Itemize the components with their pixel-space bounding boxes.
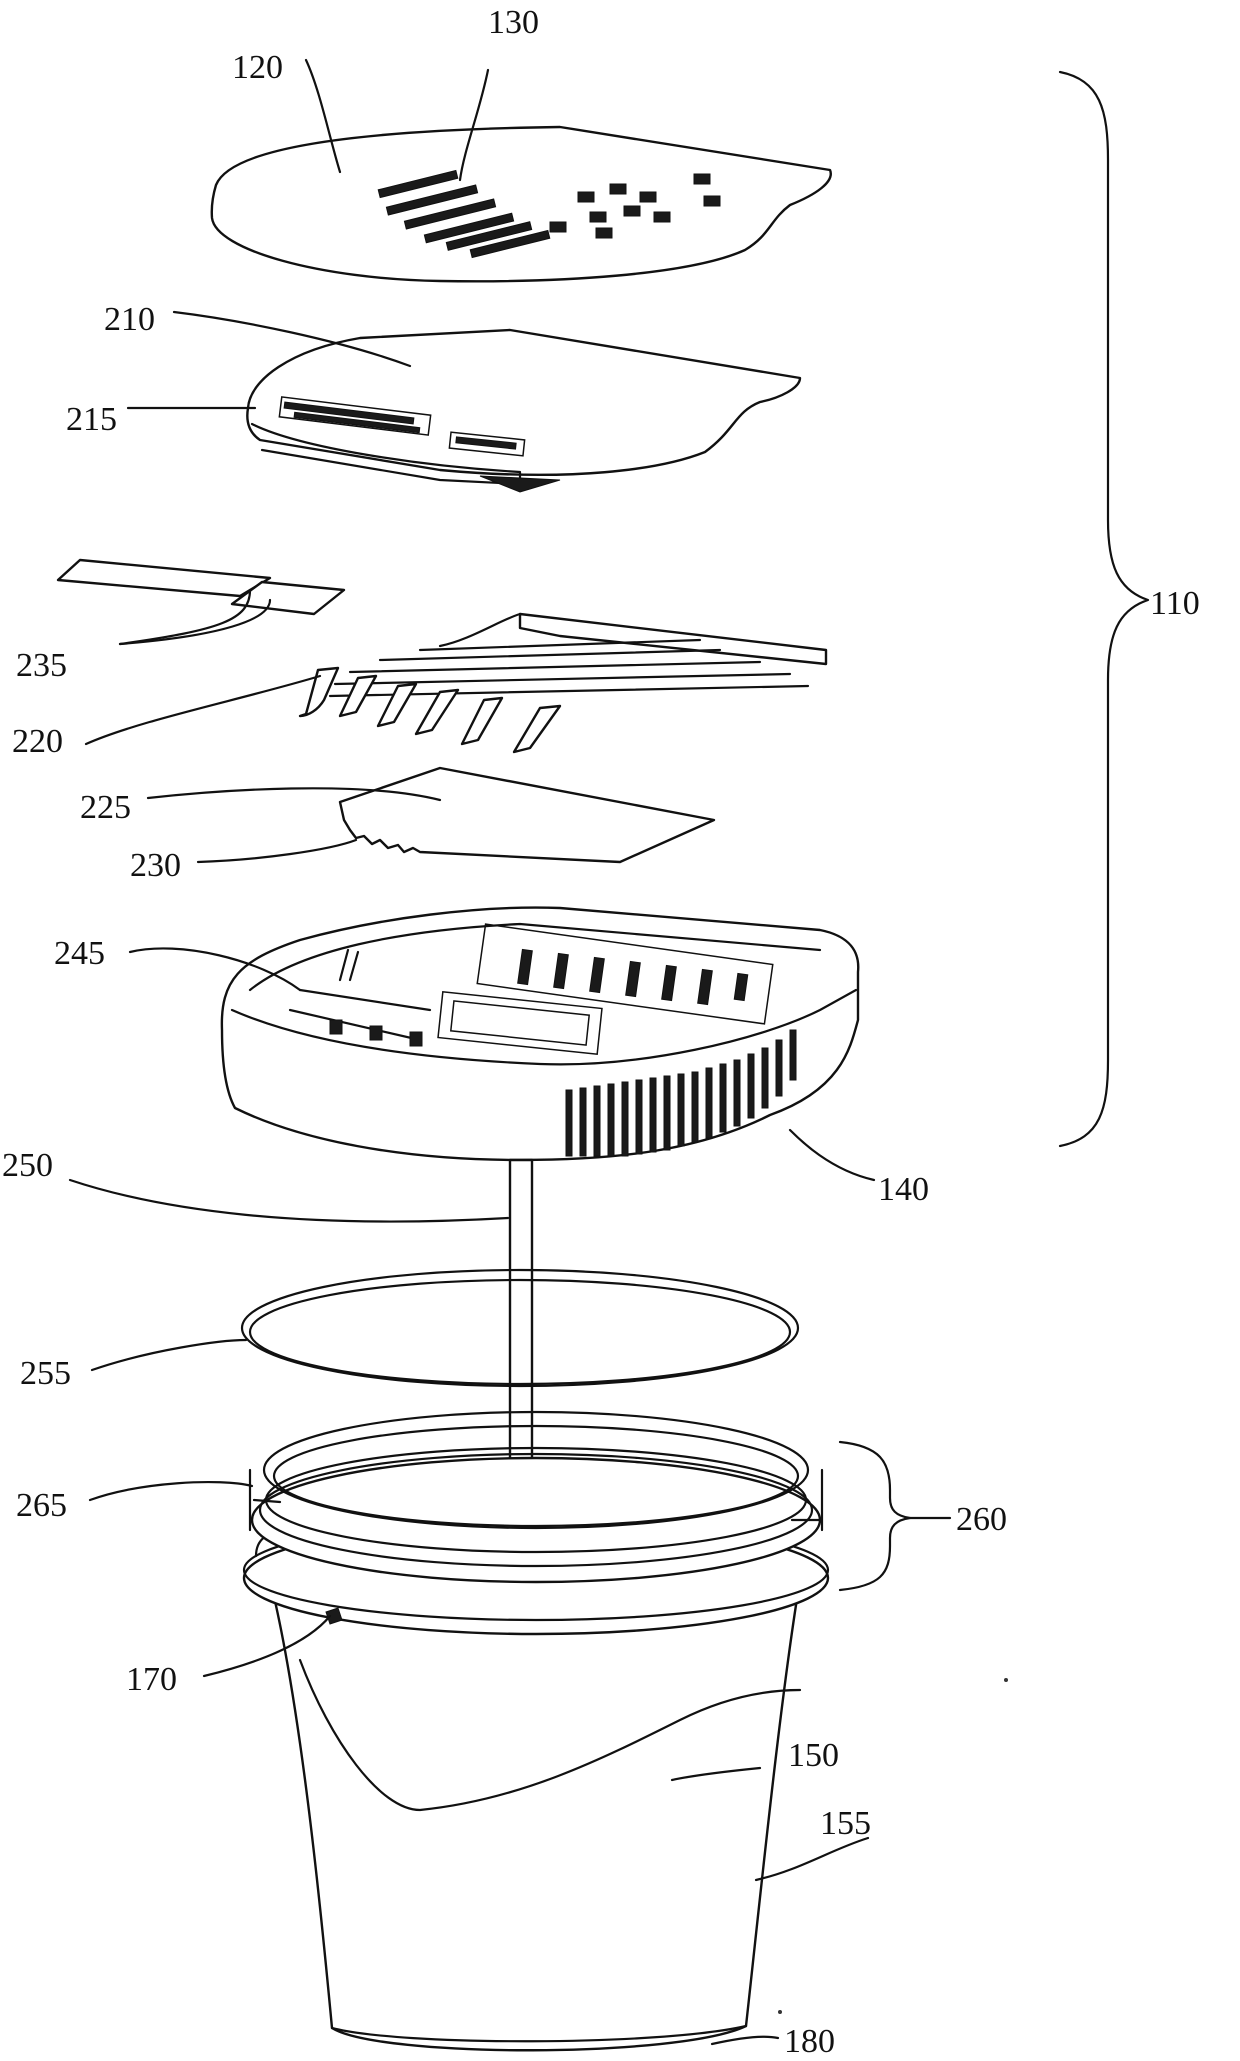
label-180: 180 — [784, 2023, 835, 2060]
part-210-plate — [247, 330, 800, 492]
label-170: 170 — [126, 1661, 177, 1698]
label-120: 120 — [232, 49, 283, 86]
label-260: 260 — [956, 1501, 1007, 1538]
label-265: 265 — [16, 1487, 67, 1524]
part-235-pads — [58, 560, 344, 614]
speck — [1004, 1678, 1008, 1682]
label-255: 255 — [20, 1355, 71, 1392]
brace-110 — [1060, 72, 1148, 1146]
label-220: 220 — [12, 723, 63, 760]
part-250-rod — [510, 1160, 532, 1496]
label-155: 155 — [820, 1805, 871, 1842]
label-215: 215 — [66, 401, 117, 438]
part-220-electrode-comb — [300, 614, 826, 752]
label-150: 150 — [788, 1737, 839, 1774]
part-225-sheet — [340, 768, 714, 862]
label-230: 230 — [130, 847, 181, 884]
label-245: 245 — [54, 935, 105, 972]
speck — [778, 2010, 782, 2014]
label-250: 250 — [2, 1147, 53, 1184]
label-235: 235 — [16, 647, 67, 684]
part-245-base-housing — [222, 908, 858, 1160]
label-130: 130 — [488, 4, 539, 41]
label-140: 140 — [878, 1171, 929, 1208]
label-225: 225 — [80, 789, 131, 826]
label-110: 110 — [1150, 585, 1200, 622]
brace-260 — [840, 1442, 910, 1590]
label-210: 210 — [104, 301, 155, 338]
part-120-cover-sheet — [212, 127, 831, 281]
part-150-container — [244, 1412, 828, 2050]
